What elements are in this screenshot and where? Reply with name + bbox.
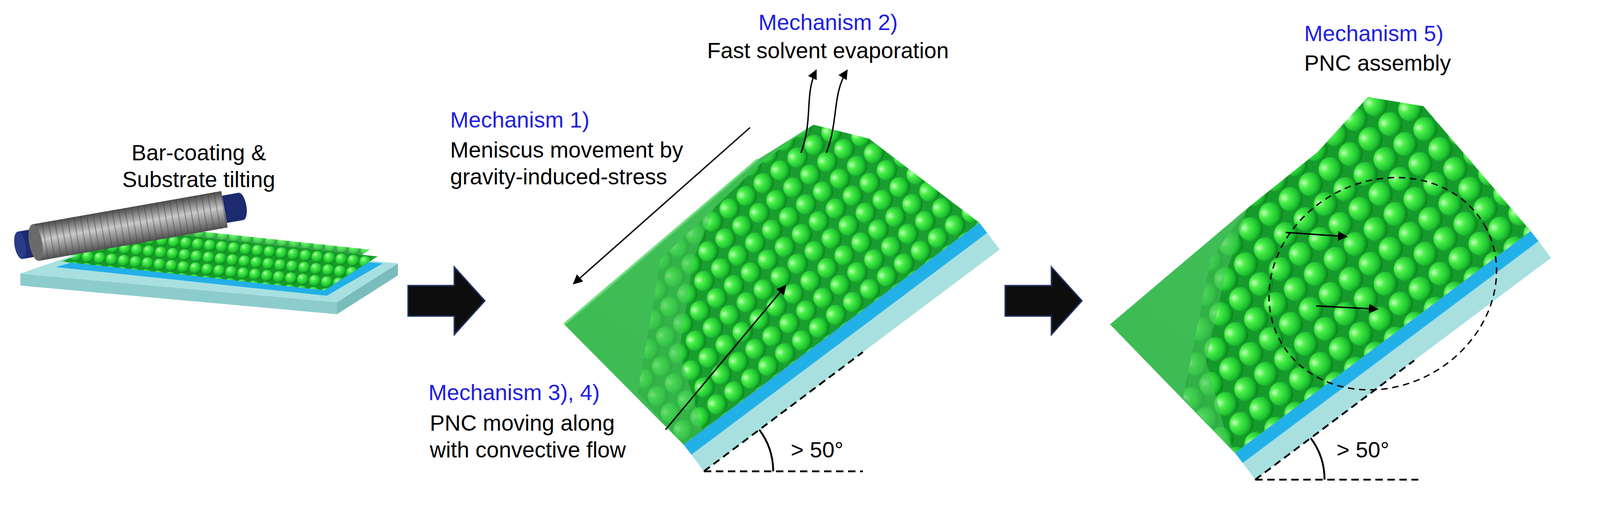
mechanism-description: PNC moving along with convective flow (429, 409, 643, 464)
process-arrow (1005, 267, 1082, 335)
bar-shaft-end (12, 230, 28, 260)
mechanism-title: Mechanism 3), 4) (428, 379, 600, 407)
tilt-reference (703, 352, 863, 472)
horizontal-reference (703, 470, 863, 473)
bar-end (25, 223, 45, 263)
mechanism-description: Meniscus movement by gravity-induced-str… (450, 136, 709, 190)
mechanism-title: Mechanism 2) (758, 9, 898, 37)
pnc-spheres (1183, 97, 1531, 453)
assembly-arrow (1316, 305, 1378, 310)
tilted-film-illustration (564, 70, 1000, 472)
bar-shaft-end (232, 191, 249, 221)
process-arrow (408, 267, 485, 335)
liquid-film (564, 191, 721, 445)
mechanism-description: PNC assembly (1304, 49, 1451, 77)
assembly-highlight (1230, 136, 1536, 432)
mechanism-description: Fast solvent evaporation (707, 37, 949, 65)
mechanism-title: Mechanism 1) (450, 106, 590, 134)
tilt-reference (1255, 360, 1415, 480)
bar-coating-illustration (11, 187, 398, 315)
evaporation-arrow (800, 70, 817, 153)
step-label: Bar-coating & Substrate tilting (101, 139, 296, 193)
bar-body (32, 191, 228, 262)
angle-arc (759, 429, 774, 472)
angle-label: > 50° (1336, 436, 1390, 464)
evaporation-arrow (826, 70, 848, 153)
mechanism-title: Mechanism 5) (1304, 20, 1444, 48)
film (1110, 97, 1531, 453)
bar-grooves (32, 191, 228, 262)
flow-arrow (665, 285, 786, 430)
angle-arc (1310, 438, 1325, 480)
angle-label: > 50° (790, 436, 844, 464)
coating-bar (11, 187, 250, 265)
liquid-film (1110, 207, 1248, 453)
horizontal-reference (1255, 478, 1419, 481)
assembly-arrow (1285, 232, 1347, 237)
assembly-illustration (1110, 97, 1552, 480)
